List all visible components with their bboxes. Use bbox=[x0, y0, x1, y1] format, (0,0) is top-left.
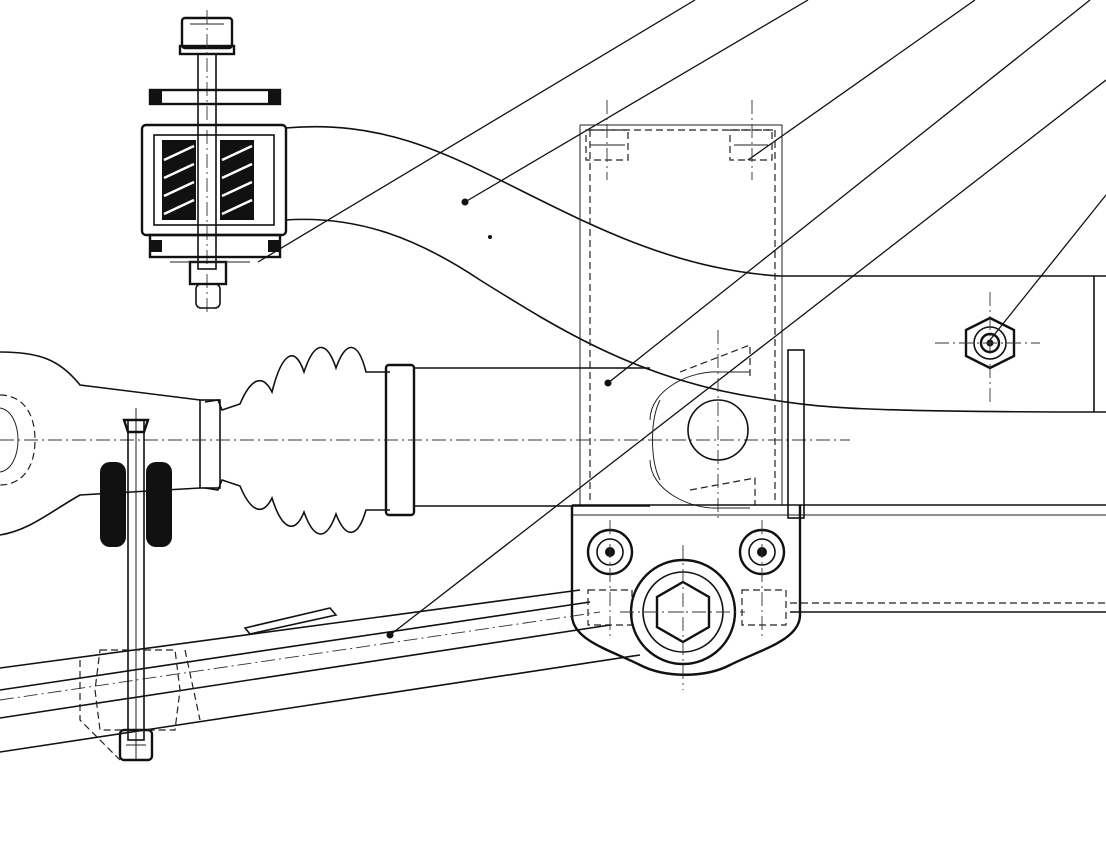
leader-line-stabilizer-bar bbox=[389, 79, 1106, 636]
mount-nut-right bbox=[738, 520, 787, 640]
leader-line-bushing bbox=[257, 0, 696, 263]
outer-joint bbox=[649, 330, 805, 520]
leader-line-control-arm bbox=[464, 0, 809, 203]
link-coil-spring bbox=[100, 462, 172, 547]
mounting-plate bbox=[570, 505, 802, 690]
bracket-bolt-left bbox=[585, 100, 629, 180]
link-lower-nut bbox=[118, 728, 154, 762]
reference-dot bbox=[386, 631, 394, 639]
bushing-bolt-section bbox=[140, 10, 288, 315]
drive-shaft-boot bbox=[0, 330, 850, 536]
mount-nut-left bbox=[586, 520, 634, 640]
bracket bbox=[579, 100, 783, 505]
leader-lines bbox=[257, 0, 1106, 639]
mount-center-bolt bbox=[620, 545, 745, 690]
control-arm bbox=[284, 125, 1106, 413]
leader-line-bracket-bolt bbox=[747, 0, 976, 161]
crossmember bbox=[572, 504, 1106, 613]
reference-dot bbox=[488, 235, 492, 239]
nut-fitting bbox=[935, 292, 1040, 405]
leader-line-bracket bbox=[607, 0, 1091, 384]
stabilizer-bar bbox=[0, 589, 641, 761]
bracket-bolt-right bbox=[729, 100, 773, 180]
reference-dot bbox=[461, 198, 469, 206]
stabilizer-link bbox=[94, 408, 181, 762]
leader-line-nut bbox=[989, 194, 1106, 341]
reference-dot bbox=[604, 379, 612, 387]
